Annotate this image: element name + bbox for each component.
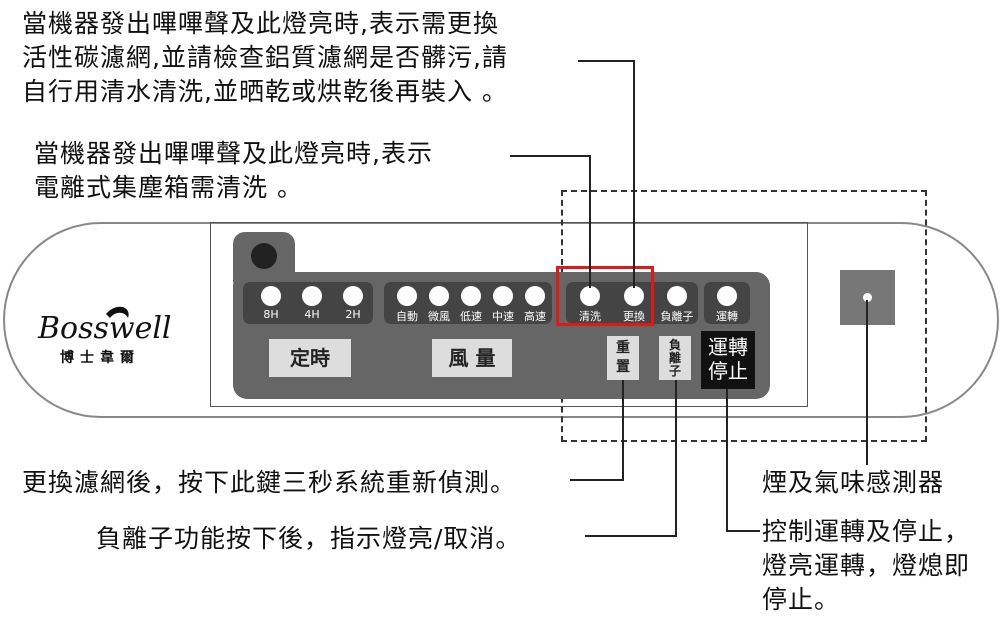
run-callout-line1: 控制運轉及停止，: [762, 517, 971, 546]
run-label-bottom: 停止: [708, 359, 748, 383]
sensor-dot: [863, 293, 872, 302]
ion-callout: 負離子功能按下後，指示燈亮/取消。: [96, 524, 522, 553]
label-high: 高速: [524, 310, 546, 323]
leader-filter-h: [578, 60, 634, 62]
led-run: [717, 286, 737, 306]
leader-run-v: [726, 389, 728, 531]
led-8h: [261, 286, 281, 306]
ion-label-3: 子: [668, 364, 681, 378]
label-4h: 4H: [304, 308, 320, 321]
reset-label-bottom: 置: [616, 359, 630, 375]
reset-button[interactable]: 重 置: [607, 336, 639, 380]
svg-text:Bosswell: Bosswell: [37, 311, 172, 346]
led-2h: [343, 286, 363, 306]
label-clean: 清洗: [579, 310, 601, 323]
led-auto: [397, 286, 417, 306]
led-high: [525, 286, 545, 306]
label-replace: 更換: [623, 310, 645, 323]
leader-reset-v: [622, 380, 624, 480]
run-stop-button[interactable]: 運轉 停止: [701, 331, 755, 389]
run-label-top: 運轉: [708, 335, 748, 359]
label-ion: 負離子: [660, 310, 694, 323]
label-run: 運轉: [716, 310, 738, 323]
leader-clean-v: [589, 155, 591, 288]
fan-speed-button[interactable]: 風 量: [432, 339, 512, 377]
leader-sensor-v: [866, 300, 868, 465]
run-callout-line3: 停止。: [762, 585, 841, 614]
highlight-box: [556, 266, 654, 326]
clean-callout-line2: 電離式集塵箱需清洗 。: [34, 173, 303, 202]
leader-ion-v: [675, 380, 677, 536]
clean-callout-line1: 當機器發出嗶嗶聲及此燈亮時,表示: [34, 139, 433, 168]
timer-button[interactable]: 定時: [269, 339, 351, 377]
label-8h: 8H: [263, 308, 279, 321]
ion-button[interactable]: 負 離 子: [659, 336, 691, 380]
ion-label-1: 負: [668, 338, 681, 352]
label-2h: 2H: [345, 308, 361, 321]
led-mid: [493, 286, 513, 306]
leader-filter-v: [633, 60, 635, 288]
filter-callout-line2: 活性碳濾網,並請檢查鋁質濾網是否髒污,請: [22, 43, 508, 72]
ion-label-2: 離: [668, 351, 681, 365]
led-ion: [667, 286, 687, 306]
reset-label-top: 重: [616, 340, 630, 356]
led-low: [461, 286, 481, 306]
leader-clean-h: [510, 155, 590, 157]
label-breeze: 微風: [428, 310, 450, 323]
bosswell-logo: Bosswell 博士韋爾: [36, 300, 206, 380]
label-auto: 自動: [396, 310, 418, 323]
led-4h: [302, 286, 322, 306]
led-clean: [580, 286, 600, 306]
run-callout-line2: 燈亮運轉，燈熄即: [762, 551, 971, 580]
filter-callout-line1: 當機器發出嗶嗶聲及此燈亮時,表示需更換: [22, 9, 499, 38]
sensor-callout: 煙及氣味感測器: [762, 468, 945, 497]
label-mid: 中速: [492, 310, 514, 323]
power-indicator: [251, 243, 277, 269]
filter-callout-line3: 自行用清水清洗,並晒乾或烘乾後再裝入 。: [22, 77, 508, 106]
leader-ion-h: [585, 535, 677, 537]
reset-callout: 更換濾網後，按下此鍵三秒系統重新偵測。: [22, 468, 517, 497]
label-low: 低速: [460, 310, 482, 323]
led-breeze: [429, 286, 449, 306]
svg-text:博士韋爾: 博士韋爾: [60, 349, 140, 366]
leader-reset-h: [570, 479, 624, 481]
leader-run-h: [726, 530, 760, 532]
control-frame: [210, 222, 808, 407]
led-replace: [624, 286, 644, 306]
